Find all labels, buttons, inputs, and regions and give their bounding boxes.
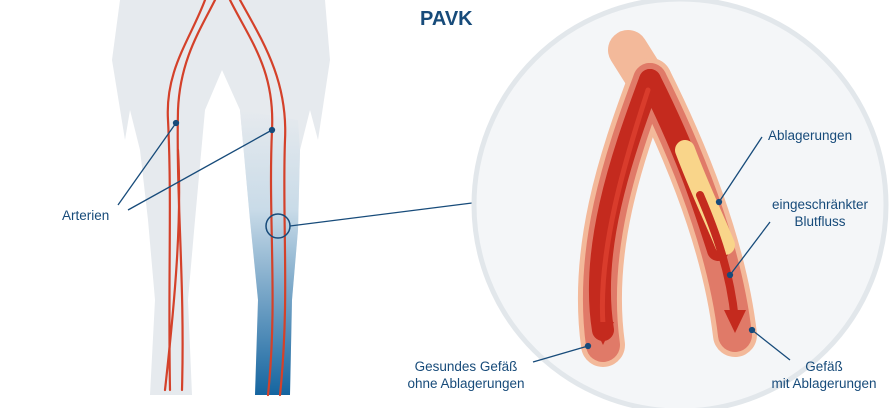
- flow-arrow-restricted: [724, 310, 746, 333]
- label-healthy-vessel: Gesundes Gefäß ohne Ablagerungen: [398, 358, 534, 392]
- arteries: [163, 0, 287, 397]
- vessel-bifurcation: [577, 30, 757, 367]
- flow-arrow-healthy: [592, 322, 614, 345]
- label-restricted-flow-line1: eingeschränkter: [771, 197, 869, 212]
- label-diseased-line1: Gefäß: [805, 359, 843, 374]
- leader-lines: [117, 119, 791, 363]
- label-healthy-line2: ohne Ablagerungen: [407, 376, 525, 391]
- label-diseased-line2: mit Ablagerungen: [771, 376, 877, 391]
- label-arteries: Arterien: [62, 208, 110, 223]
- label-restricted-flow-line2: Blutfluss: [794, 214, 846, 229]
- label-deposits: Ablagerungen: [768, 128, 853, 143]
- label-healthy-line1: Gesundes Gefäß: [414, 359, 518, 374]
- page-title: PAVK: [420, 8, 473, 30]
- label-restricted-flow: eingeschränkter Blutfluss: [760, 196, 880, 230]
- connector-line: [289, 202, 473, 227]
- affected-leg: [240, 110, 300, 395]
- label-diseased-vessel: Gefäß mit Ablagerungen: [762, 358, 886, 392]
- body-silhouette: [112, 0, 330, 395]
